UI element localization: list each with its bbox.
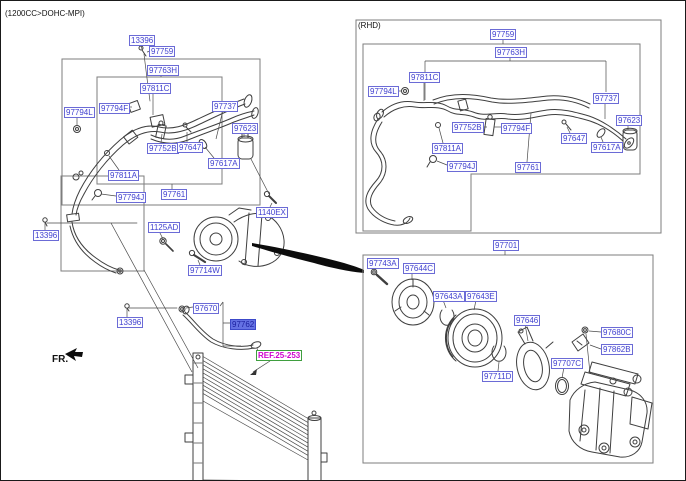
label-main-97794f[interactable]: 97794F (99, 103, 131, 114)
label-main-97623[interactable]: 97623 (232, 123, 259, 134)
main-outer-box (61, 58, 261, 206)
label-rhd-97752b[interactable]: 97752B (452, 122, 484, 133)
bolt-97680c-drawing (581, 326, 591, 374)
label-main-13396-bottom[interactable]: 13396 (117, 317, 144, 328)
label-main-97752b[interactable]: 97752B (147, 143, 179, 154)
pulley-drawing (444, 308, 503, 368)
fr-direction-arrow (65, 348, 83, 361)
label-main-97794j[interactable]: 97794J (116, 192, 147, 203)
discharge-hose-drawing (182, 305, 262, 350)
compressor-detail-group (362, 250, 654, 464)
compressor-drawing-main (193, 207, 285, 267)
label-main-97811c[interactable]: 97811C (140, 83, 172, 94)
condenser-drawing (184, 352, 328, 480)
snap-ring-97711d-drawing (491, 345, 507, 362)
coil-97646-drawing (516, 326, 554, 391)
suction-hose-drawing (69, 221, 124, 275)
label-main-13396-mid[interactable]: 13396 (33, 230, 60, 241)
label-main-97759[interactable]: 97759 (149, 46, 176, 57)
label-main-13396-top[interactable]: 13396 (129, 35, 156, 46)
receiver-drier-drawing-main (237, 133, 254, 160)
label-detail-97707c[interactable]: 97707C (551, 358, 584, 369)
label-rhd-97811c[interactable]: 97811C (409, 72, 441, 83)
rhd-diagram-group (355, 19, 662, 234)
bracket-97862b-drawing (571, 333, 590, 352)
detail-box (362, 254, 654, 464)
label-main-97647[interactable]: 97647 (177, 142, 204, 153)
leader-lines-detail (374, 250, 602, 379)
small-fasteners-main (42, 45, 277, 313)
label-ref-25-253[interactable]: REF.25-253 (256, 350, 303, 361)
swoosh-pointer (252, 243, 364, 273)
label-rhd-97647[interactable]: 97647 (561, 133, 588, 144)
label-rhd-97763h[interactable]: 97763H (495, 47, 528, 58)
rhd-small-parts (401, 87, 638, 168)
label-rhd-97737[interactable]: 97737 (593, 93, 620, 104)
label-detail-97680c[interactable]: 97680C (601, 327, 634, 338)
label-detail-97646[interactable]: 97646 (514, 315, 541, 326)
label-detail-97711d[interactable]: 97711D (482, 371, 514, 382)
oring-97707c-drawing (555, 377, 569, 395)
rhd-outer-box (355, 19, 662, 234)
label-rhd-97759[interactable]: 97759 (490, 29, 517, 40)
label-main-97714w[interactable]: 97714W (188, 265, 222, 276)
rhd-hose-drawing (365, 112, 414, 226)
label-detail-97643a[interactable]: 97643A (433, 291, 465, 302)
disc-hub-drawing (391, 278, 435, 326)
leader-lines-main (44, 45, 273, 373)
rhd-inner-box (362, 43, 641, 232)
label-detail-97862b[interactable]: 97862B (601, 344, 633, 355)
label-main-97737[interactable]: 97737 (212, 101, 239, 112)
snap-ring-97643a-drawing (439, 309, 455, 326)
rhd-section-title: (RHD) (358, 21, 381, 30)
engine-variant-title: (1200CC>DOHC-MPI) (5, 9, 85, 18)
label-rhd-97794l[interactable]: 97794L (368, 86, 399, 97)
label-main-97811a[interactable]: 97811A (108, 170, 139, 181)
label-detail-97743a[interactable]: 97743A (367, 258, 399, 269)
label-rhd-97811a[interactable]: 97811A (432, 143, 463, 154)
label-main-97617a[interactable]: 97617A (208, 158, 240, 169)
front-direction-label: FR. (52, 354, 69, 365)
ac-pipe-assembly-drawing (66, 94, 259, 223)
rhd-pipe-assembly-drawing (376, 94, 635, 149)
label-rhd-97617a[interactable]: 97617A (591, 142, 623, 153)
label-detail-97644c[interactable]: 97644C (403, 263, 436, 274)
label-rhd-97794f[interactable]: 97794F (501, 123, 533, 134)
label-main-97670[interactable]: 97670 (193, 303, 220, 314)
label-main-1140ex[interactable]: 1140EX (256, 207, 288, 218)
label-rhd-97761[interactable]: 97761 (515, 162, 542, 173)
label-detail-97643e[interactable]: 97643E (465, 291, 497, 302)
label-main-97794l[interactable]: 97794L (64, 107, 95, 118)
label-main-97761[interactable]: 97761 (161, 189, 188, 200)
ref-arrow (250, 360, 271, 375)
main-inner-box (96, 76, 223, 185)
compressor-body-drawing (568, 361, 653, 458)
label-main-1125ad[interactable]: 1125AD (148, 222, 181, 233)
label-main-97762-selected[interactable]: 97762 (230, 319, 257, 330)
main-hose-box (60, 175, 145, 272)
bolt-97743a-drawing (370, 268, 389, 286)
label-rhd-97623[interactable]: 97623 (616, 115, 643, 126)
main-diagram-group (42, 45, 364, 480)
label-detail-97701[interactable]: 97701 (493, 240, 520, 251)
label-rhd-97794j[interactable]: 97794J (447, 161, 478, 172)
label-main-97763h[interactable]: 97763H (147, 65, 180, 76)
